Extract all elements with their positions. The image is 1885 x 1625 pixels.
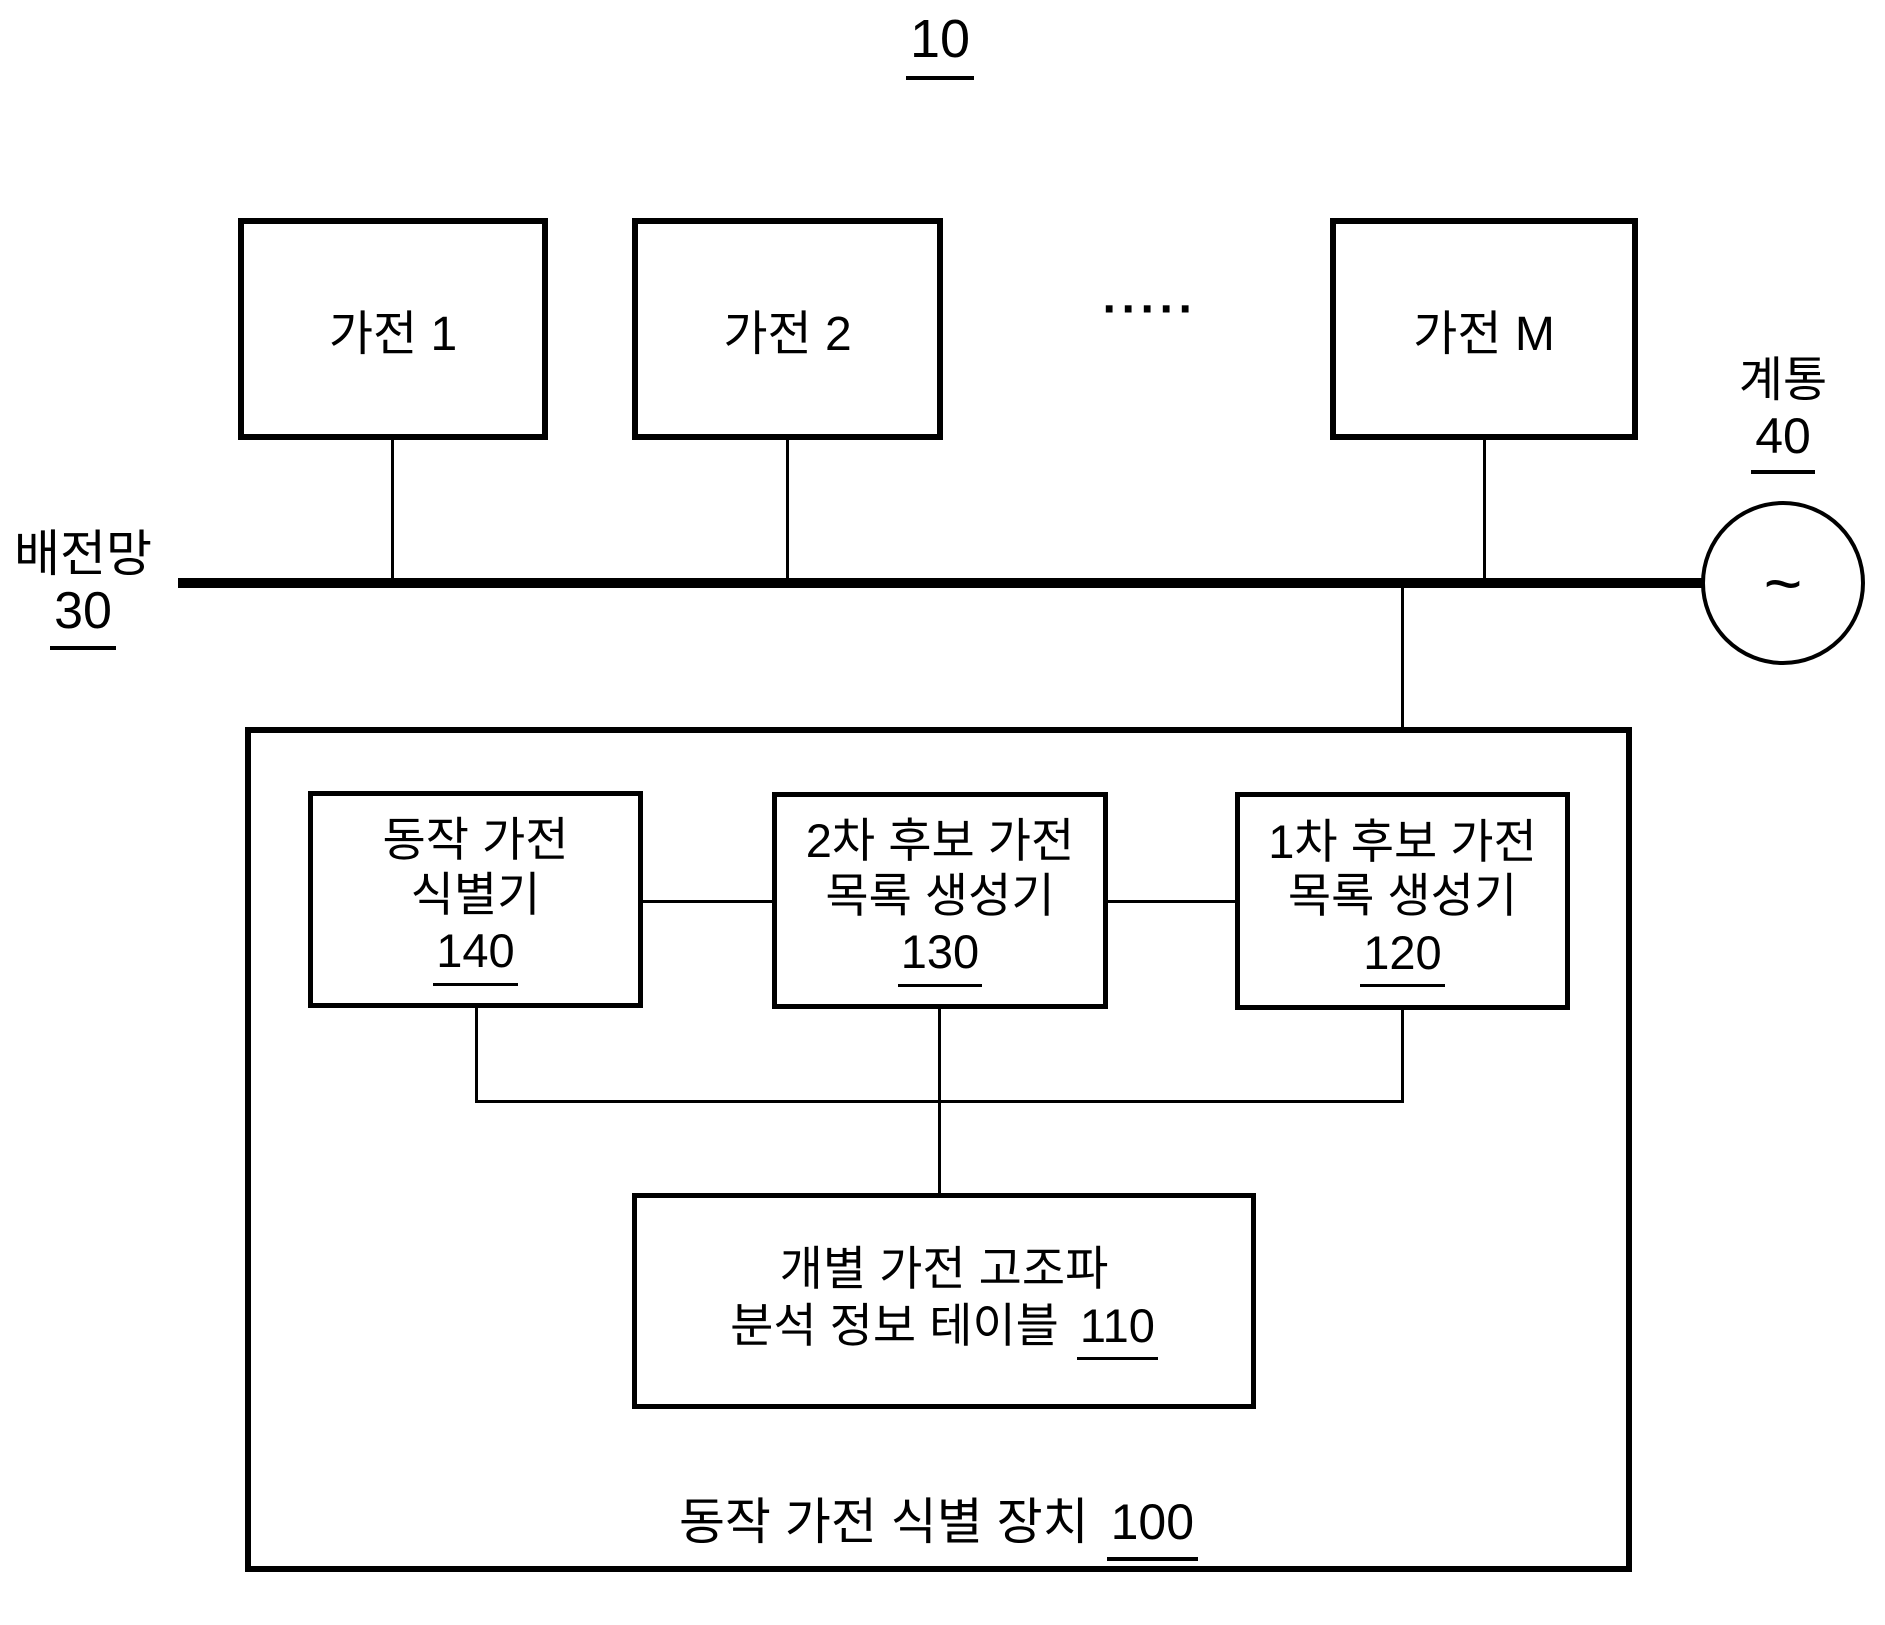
connector-140-down xyxy=(475,1006,478,1103)
appliance-1-box: 가전 1 xyxy=(238,218,548,440)
appliance-2-box: 가전 2 xyxy=(632,218,943,440)
connector-appliance-m-bus xyxy=(1483,436,1486,583)
connector-130-120 xyxy=(1106,900,1237,903)
device-caption: 동작 가전 식별 장치 100 xyxy=(251,1482,1626,1561)
component-table-line1: 개별 가전 고조파 xyxy=(779,1241,1109,1295)
distribution-bus-line xyxy=(178,578,1704,588)
ac-tilde-symbol: ~ xyxy=(1763,546,1803,620)
distribution-network-label: 배전망 30 xyxy=(8,526,158,651)
distribution-network-name: 배전망 xyxy=(14,526,152,582)
distribution-network-ref: 30 xyxy=(50,582,116,651)
component-identifier-line1: 동작 가전 xyxy=(382,813,569,867)
device-name: 동작 가전 식별 장치 xyxy=(678,1494,1089,1550)
connector-appliance-1-bus xyxy=(391,438,394,583)
component-primary-ref: 120 xyxy=(1360,926,1445,988)
component-table-ref: 110 xyxy=(1076,1299,1158,1361)
component-primary-list-box: 1차 후보 가전 목록 생성기 120 xyxy=(1235,792,1570,1010)
component-secondary-list-box: 2차 후보 가전 목록 생성기 130 xyxy=(772,792,1108,1009)
figure-number: 10 xyxy=(865,8,1015,80)
appliance-2-label: 가전 2 xyxy=(723,308,852,361)
connector-bus-device xyxy=(1401,586,1404,792)
appliance-m-box: 가전 M xyxy=(1330,218,1638,440)
component-secondary-line2: 목록 생성기 xyxy=(825,868,1055,922)
component-identifier-ref: 140 xyxy=(433,924,518,986)
figure-number-text: 10 xyxy=(905,8,975,80)
component-identifier-box: 동작 가전 식별기 140 xyxy=(308,791,643,1008)
component-identifier-line2: 식별기 xyxy=(410,867,541,921)
component-primary-line2: 목록 생성기 xyxy=(1287,869,1518,923)
connector-appliance-2-bus xyxy=(786,438,789,583)
ac-source-icon: ~ xyxy=(1701,501,1865,665)
component-secondary-line1: 2차 후보 가전 xyxy=(805,814,1075,868)
appliance-1-label: 가전 1 xyxy=(328,308,458,361)
connector-130-110 xyxy=(938,1007,941,1195)
ellipsis-dots: ····· xyxy=(1102,283,1198,336)
connector-120-down xyxy=(1401,1008,1404,1103)
component-table-line2: 분석 정보 테이블 xyxy=(730,1298,1059,1352)
component-secondary-ref: 130 xyxy=(897,925,983,987)
grid-ref: 40 xyxy=(1751,408,1815,474)
appliance-m-label: 가전 M xyxy=(1413,308,1555,361)
connector-140-130 xyxy=(641,900,774,903)
component-primary-line1: 1차 후보 가전 xyxy=(1268,814,1537,868)
grid-label: 계통 40 xyxy=(1722,354,1844,474)
component-table-box: 개별 가전 고조파 분석 정보 테이블 110 xyxy=(632,1193,1256,1409)
component-table-line2-wrap: 분석 정보 테이블 110 xyxy=(730,1297,1158,1361)
device-ref: 100 xyxy=(1106,1493,1199,1561)
grid-name: 계통 xyxy=(1738,354,1828,407)
